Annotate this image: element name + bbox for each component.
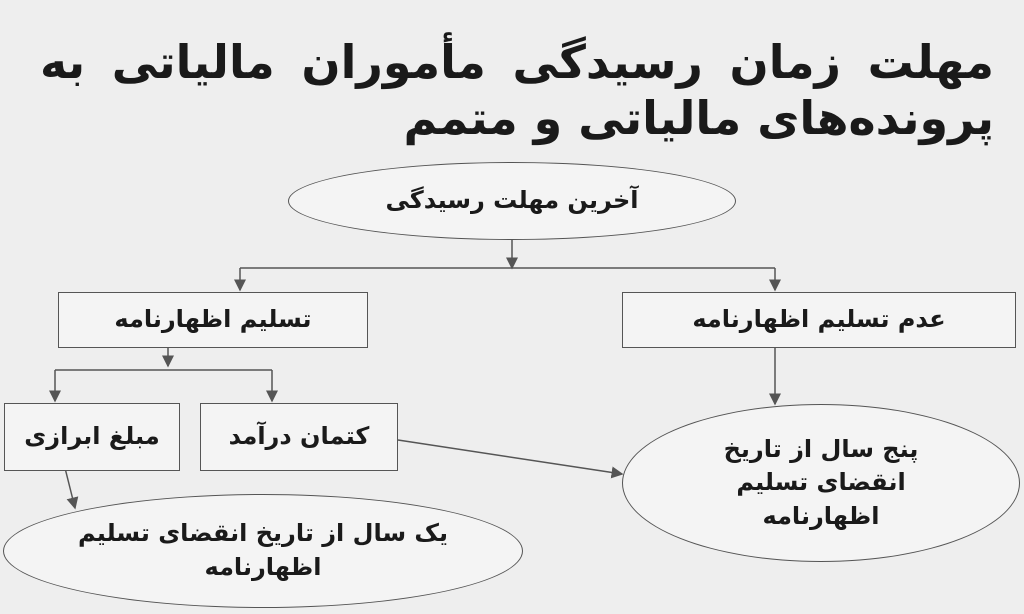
declared-amount-node: مبلغ ابرازی [4, 403, 180, 471]
root-node-label: آخرین مهلت رسیدگی [385, 186, 639, 215]
one-year-node-label: یک سال از تاریخ انقضای تسلیم اظهارنامه [77, 519, 448, 581]
page-title: مهلت زمان رسیدگی مأموران مالیاتی به پرون… [40, 35, 994, 145]
one-year-node: یک سال از تاریخ انقضای تسلیم اظهارنامه [3, 494, 523, 608]
five-years-node: پنج سال از تاریخ انقضای تسلیم اظهارنامه [622, 404, 1020, 562]
filed-node: تسلیم اظهارنامه [58, 292, 368, 348]
concealed-income-node-label: کتمان درآمد [228, 422, 370, 451]
arrow-concealed-to-five-years [397, 439, 624, 479]
not-filed-node-label: عدم تسلیم اظهارنامه [692, 305, 946, 334]
filed-node-label: تسلیم اظهارنامه [114, 305, 312, 334]
arrow-declared-to-one-year [64, 467, 79, 510]
not-filed-node: عدم تسلیم اظهارنامه [622, 292, 1016, 348]
declared-amount-node-label: مبلغ ابرازی [24, 422, 160, 451]
concealed-income-node: کتمان درآمد [200, 403, 398, 471]
root-node: آخرین مهلت رسیدگی [288, 162, 736, 240]
five-years-node-label: پنج سال از تاریخ انقضای تسلیم اظهارنامه [723, 434, 919, 530]
